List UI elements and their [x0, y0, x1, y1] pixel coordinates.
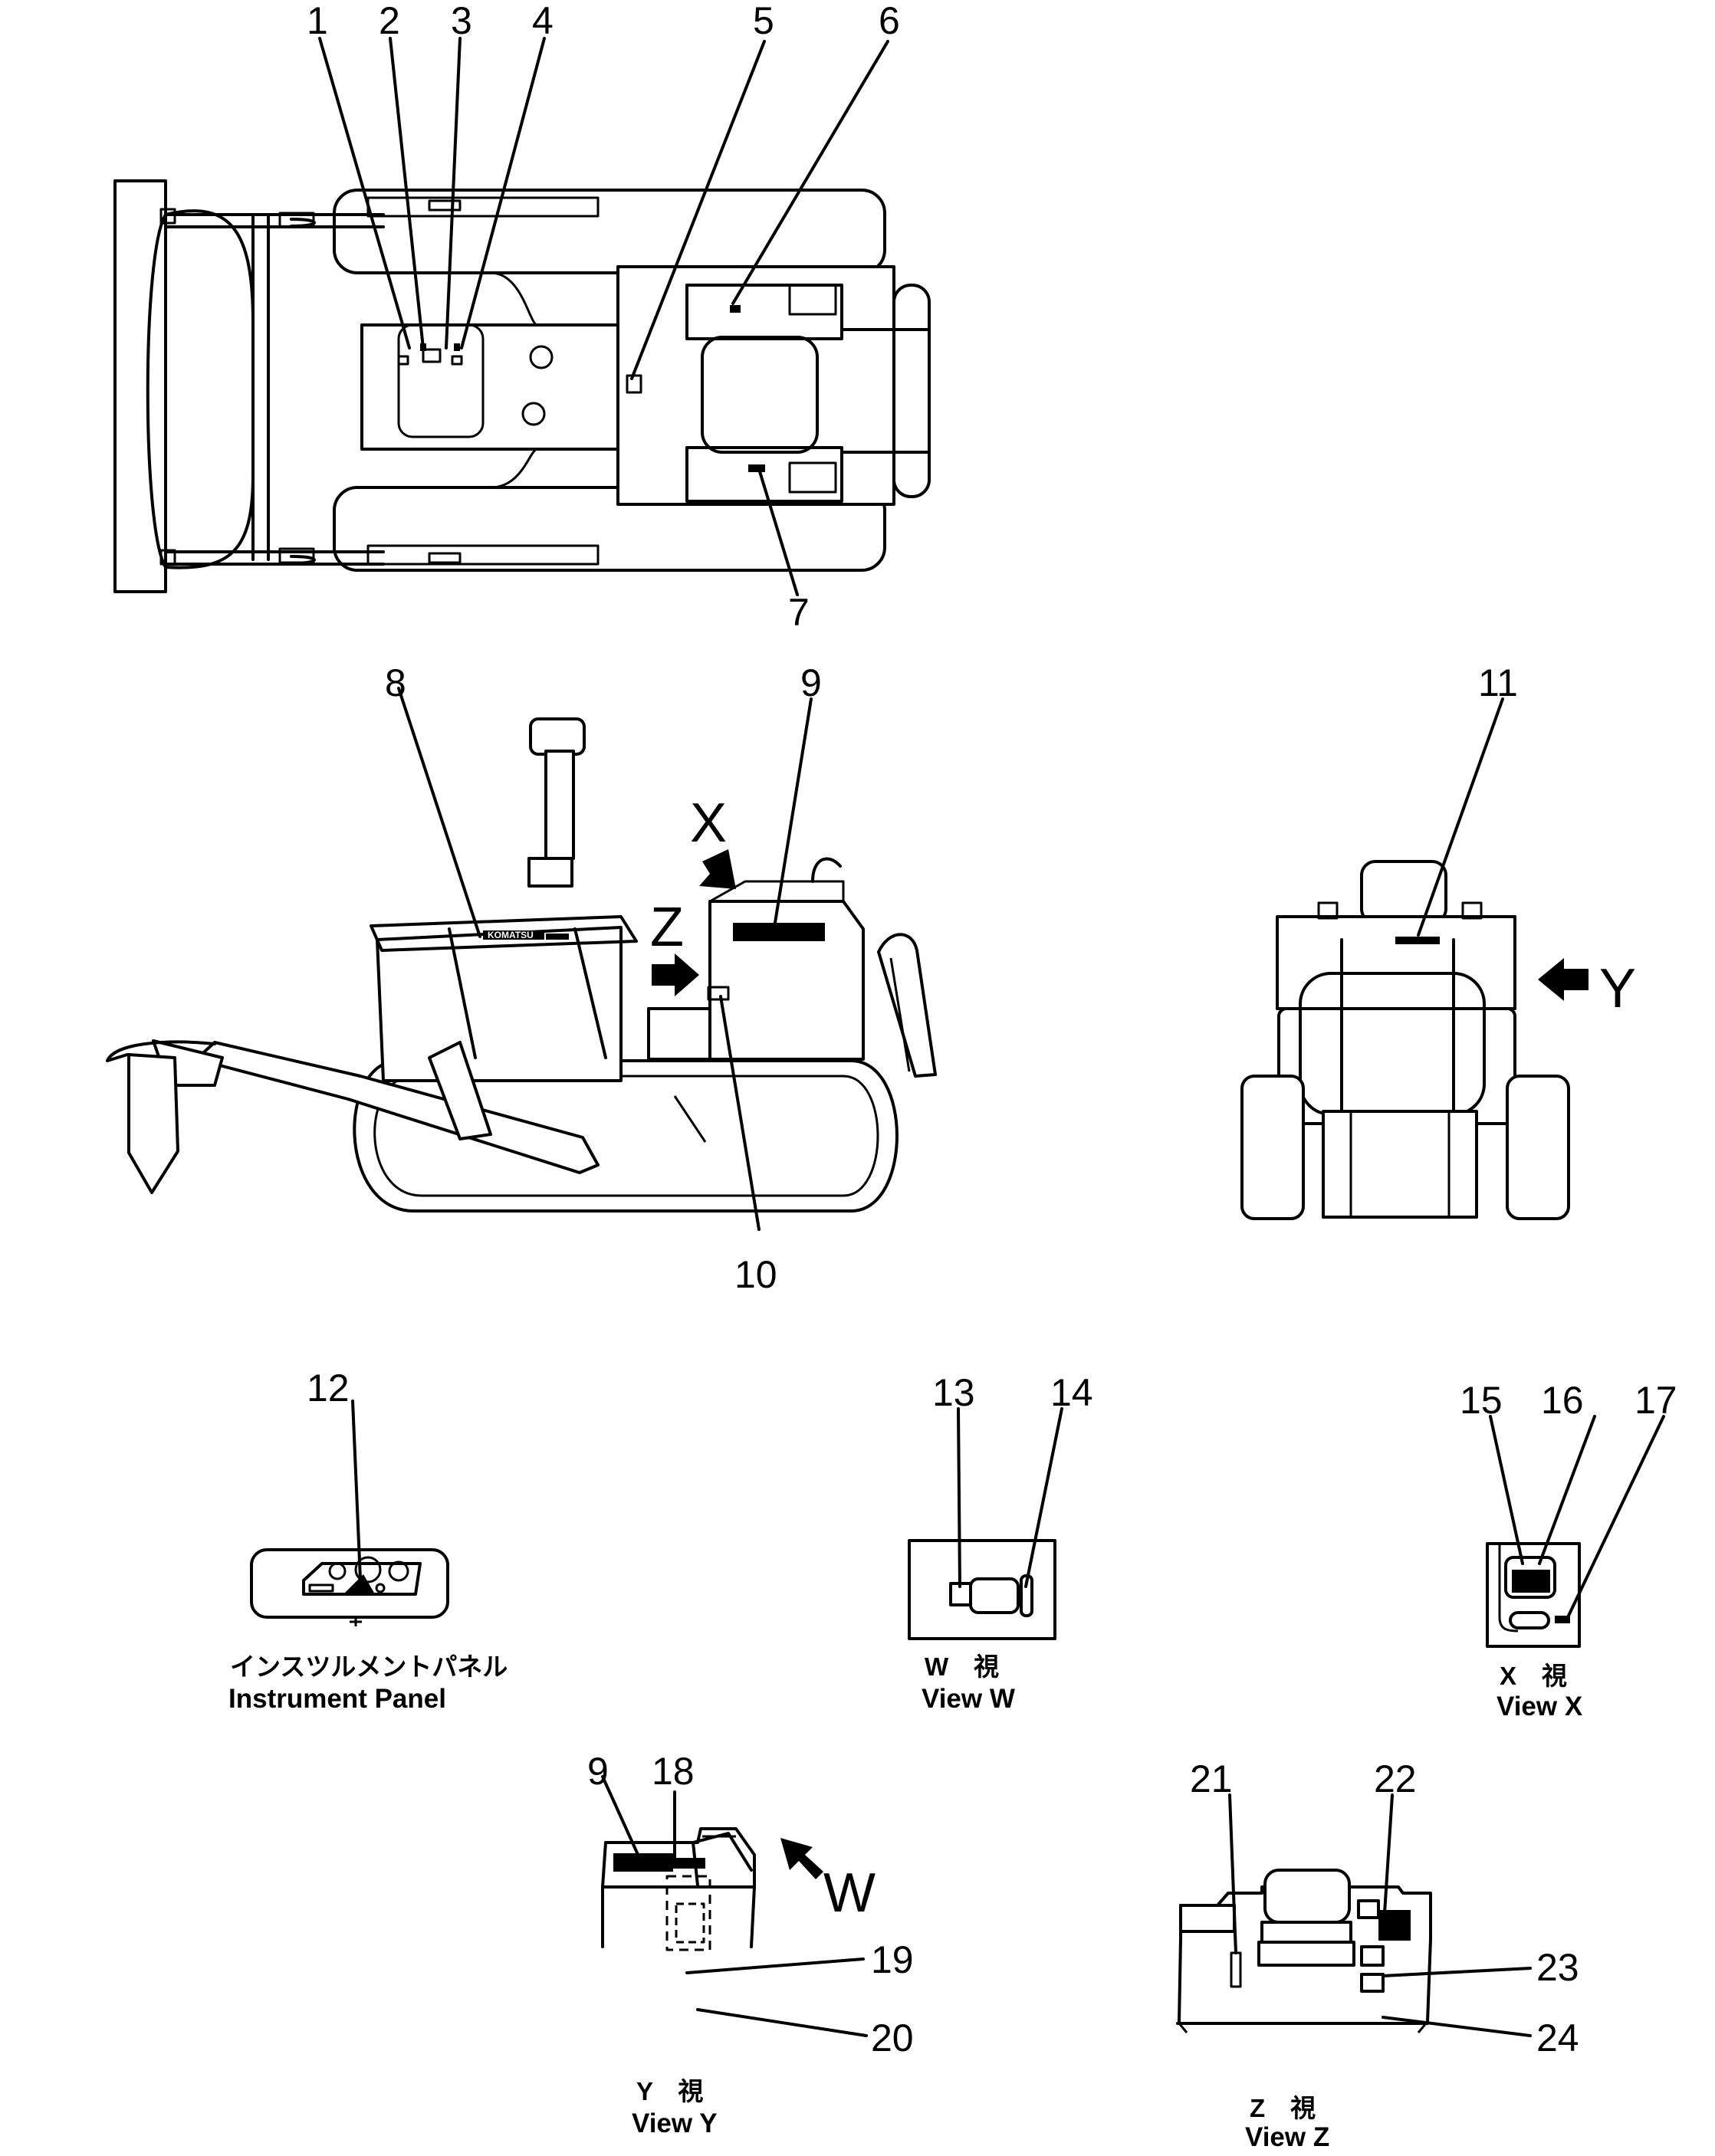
callout-7: 7 — [788, 591, 810, 634]
callout-numbers: 1 2 3 4 5 6 7 8 9 10 11 12 13 14 15 16 1… — [307, 0, 1677, 2059]
callout-1: 1 — [307, 0, 328, 42]
rear-view — [1240, 860, 1570, 1220]
leader-lines — [318, 37, 1665, 2037]
callout-18: 18 — [652, 1750, 695, 1793]
caption-view-z-jp: Z 視 — [1250, 2094, 1316, 2122]
callout-11: 11 — [1478, 661, 1518, 704]
view-arrows — [652, 849, 1589, 1879]
caption-view-x-jp: X 視 — [1500, 1662, 1567, 1690]
caption-view-w-jp: W 視 — [925, 1652, 999, 1681]
caption-view-y-jp: Y 視 — [636, 2077, 703, 2105]
callout-22: 22 — [1374, 1757, 1417, 1800]
caption-view-w-en: View W — [922, 1684, 1015, 1714]
callout-10: 10 — [734, 1253, 777, 1296]
callout-2: 2 — [379, 0, 400, 42]
caption-instrument-en: Instrument Panel — [228, 1684, 446, 1714]
view-w-arrow — [780, 1838, 823, 1879]
callout-17: 17 — [1635, 1379, 1677, 1422]
callout-23: 23 — [1536, 1946, 1579, 1989]
callout-14: 14 — [1050, 1371, 1093, 1414]
callout-3: 3 — [451, 0, 472, 42]
view-letter-w: W — [823, 1862, 876, 1924]
callout-8: 8 — [385, 661, 406, 704]
callout-9b: 9 — [587, 1750, 609, 1793]
callout-24: 24 — [1536, 2017, 1579, 2059]
view-y-diagram — [601, 1827, 756, 1951]
side-view — [106, 717, 937, 1213]
caption-instrument-jp: インスツルメントパネル — [230, 1652, 508, 1681]
hood-brand-decal: KOMATSU — [488, 930, 534, 940]
view-letters: X Z Y W — [650, 793, 1636, 1924]
callout-5: 5 — [753, 0, 774, 42]
callout-20: 20 — [871, 2017, 914, 2059]
view-letter-x: X — [690, 793, 727, 854]
callout-12: 12 — [307, 1367, 350, 1409]
callout-4: 4 — [532, 0, 554, 42]
view-captions: インスツルメントパネル Instrument Panel W 視 View W … — [228, 1652, 1583, 2152]
view-letter-z: Z — [650, 897, 684, 958]
caption-view-y-en: View Y — [632, 2108, 718, 2138]
callout-15: 15 — [1460, 1379, 1503, 1422]
view-z-diagram — [1176, 1869, 1432, 2033]
callout-21: 21 — [1190, 1757, 1233, 1800]
callout-9: 9 — [800, 661, 822, 704]
view-z-arrow — [652, 953, 699, 996]
callout-19: 19 — [871, 1938, 914, 1981]
view-w-diagram — [908, 1539, 1056, 1640]
instrument-panel-view — [250, 1548, 449, 1626]
top-view — [113, 179, 931, 593]
caption-view-z-en: View Z — [1245, 2122, 1329, 2152]
callout-13: 13 — [932, 1371, 975, 1414]
view-letter-y: Y — [1599, 958, 1636, 1019]
view-x-arrow — [699, 849, 736, 889]
caption-view-x-en: View X — [1497, 1692, 1583, 1721]
callout-16: 16 — [1541, 1379, 1584, 1422]
view-x-diagram — [1486, 1542, 1581, 1648]
view-y-arrow — [1538, 958, 1589, 1001]
callout-6: 6 — [879, 0, 900, 42]
